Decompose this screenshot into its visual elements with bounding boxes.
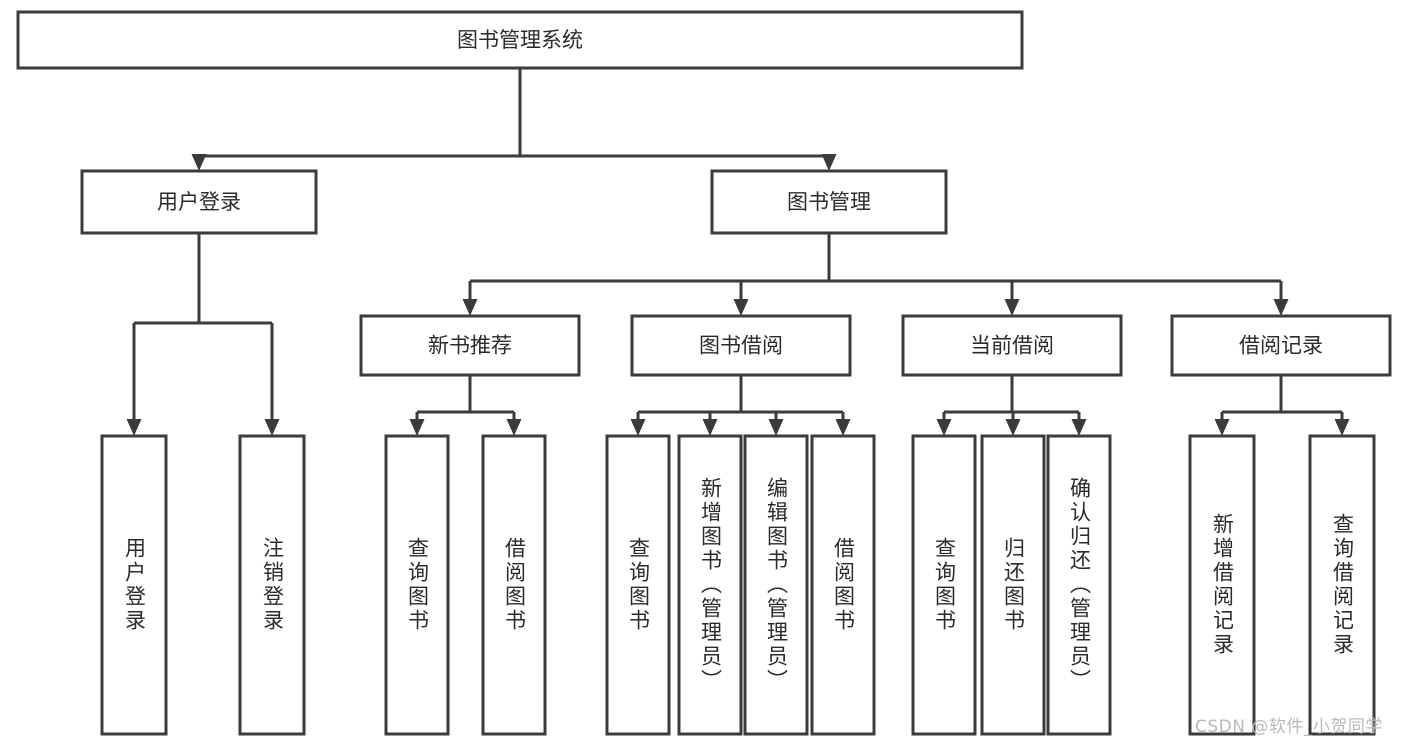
node-leaf-user-login[interactable] <box>100 434 168 736</box>
node-box <box>605 434 671 736</box>
node-box <box>384 434 450 736</box>
node-leaf-add-record[interactable] <box>1188 434 1256 736</box>
edge-arrowhead <box>1004 299 1020 316</box>
node-leaf-borrow-book-1[interactable] <box>481 434 547 736</box>
node-label: 用户登录 <box>157 190 241 214</box>
node-current-borrow[interactable]: 当前借阅 <box>901 314 1123 377</box>
node-root[interactable]: 图书管理系统 <box>16 10 1024 70</box>
node-label: 图书管理系统 <box>457 28 583 52</box>
node-leaf-add-book[interactable] <box>677 434 743 736</box>
node-label: 借阅记录 <box>1239 334 1323 358</box>
edge-arrowhead <box>264 419 280 436</box>
node-box <box>743 434 809 736</box>
node-box <box>359 314 581 377</box>
node-leaf-logout[interactable] <box>238 434 306 736</box>
node-box <box>1308 434 1376 736</box>
node-leaf-query-book-3[interactable] <box>911 434 977 736</box>
edge-arrowhead <box>1005 419 1021 436</box>
edge-arrowhead <box>768 419 784 436</box>
node-borrow-record[interactable]: 借阅记录 <box>1170 314 1392 377</box>
node-leaf-query-book-1[interactable] <box>384 434 450 736</box>
node-box <box>1170 314 1392 377</box>
edge-arrowhead <box>191 154 207 171</box>
node-box <box>810 434 876 736</box>
node-book-manage[interactable]: 图书管理 <box>710 169 948 235</box>
node-box <box>630 314 852 377</box>
node-label: 图书管理 <box>787 190 871 214</box>
edge-arrowhead <box>835 419 851 436</box>
node-box <box>238 434 306 736</box>
edge-arrowhead <box>506 419 522 436</box>
edge-arrowhead <box>702 419 718 436</box>
node-leaf-confirm-return[interactable] <box>1046 434 1112 736</box>
node-label: 当前借阅 <box>970 334 1054 358</box>
node-box <box>1046 434 1112 736</box>
edge-arrowhead <box>462 299 478 316</box>
node-box <box>901 314 1123 377</box>
node-box <box>677 434 743 736</box>
node-leaf-return-book[interactable] <box>980 434 1046 736</box>
node-box <box>710 169 948 235</box>
edge-arrowhead <box>733 299 749 316</box>
edge-arrowhead <box>630 419 646 436</box>
edge-arrowhead <box>409 419 425 436</box>
edge-arrowhead <box>1273 299 1289 316</box>
edge-arrowhead <box>1334 419 1350 436</box>
node-new-book-rec[interactable]: 新书推荐 <box>359 314 581 377</box>
edge-arrowhead <box>1214 419 1230 436</box>
edge-arrowhead <box>1071 419 1087 436</box>
edge-arrowhead <box>821 154 837 171</box>
node-box <box>1188 434 1256 736</box>
node-leaf-query-record[interactable] <box>1308 434 1376 736</box>
node-leaf-edit-book[interactable] <box>743 434 809 736</box>
node-leaf-query-book-2[interactable] <box>605 434 671 736</box>
node-box <box>16 10 1024 70</box>
node-book-borrow[interactable]: 图书借阅 <box>630 314 852 377</box>
node-box <box>911 434 977 736</box>
edge-arrowhead <box>936 419 952 436</box>
node-box <box>100 434 168 736</box>
node-label: 图书借阅 <box>699 334 783 358</box>
node-box <box>80 169 318 235</box>
edges-layer <box>126 68 1350 436</box>
node-label: 新书推荐 <box>428 334 512 358</box>
node-user-login[interactable]: 用户登录 <box>80 169 318 235</box>
node-box <box>481 434 547 736</box>
node-box <box>980 434 1046 736</box>
node-leaf-borrow-book-2[interactable] <box>810 434 876 736</box>
edge-arrowhead <box>126 419 142 436</box>
csdn-watermark: CSDN @软件_小贺同学 <box>1195 717 1383 737</box>
